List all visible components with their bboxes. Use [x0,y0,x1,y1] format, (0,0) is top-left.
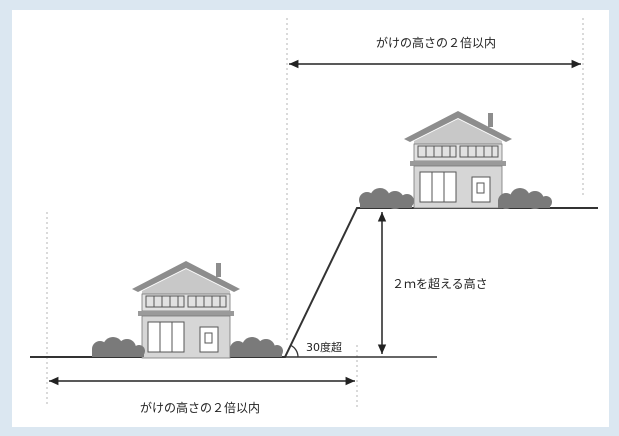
angle-label: 30度超 [306,340,342,354]
lower-balcony [145,295,227,308]
lower-window [147,321,185,353]
upper-window [419,171,457,203]
diagram-canvas [12,10,609,427]
chimney [488,113,493,127]
lower-roof [132,261,240,292]
top-width-label: がけの高さの２倍以内 [376,35,496,50]
upper-shrubs [359,188,552,209]
upper-roof [404,111,512,142]
upper-door [471,176,491,203]
upper-house-illustration [404,111,512,209]
lower-gable [142,269,230,295]
lower-door [199,326,219,353]
angle-arc [290,344,299,358]
lower-band [138,311,234,316]
height-label: ２ｍを超える高さ [392,276,488,291]
upper-band [410,161,506,166]
lower-second-floor [141,293,231,312]
lower-shrubs [92,337,283,357]
upper-second-floor [413,143,503,162]
upper-gable [414,119,502,145]
chimney [216,263,221,277]
guide-lines [46,18,584,410]
upper-balcony [417,145,499,158]
bottom-width-label: がけの高さの２倍以内 [140,400,260,415]
lower-house-illustration [132,261,240,359]
